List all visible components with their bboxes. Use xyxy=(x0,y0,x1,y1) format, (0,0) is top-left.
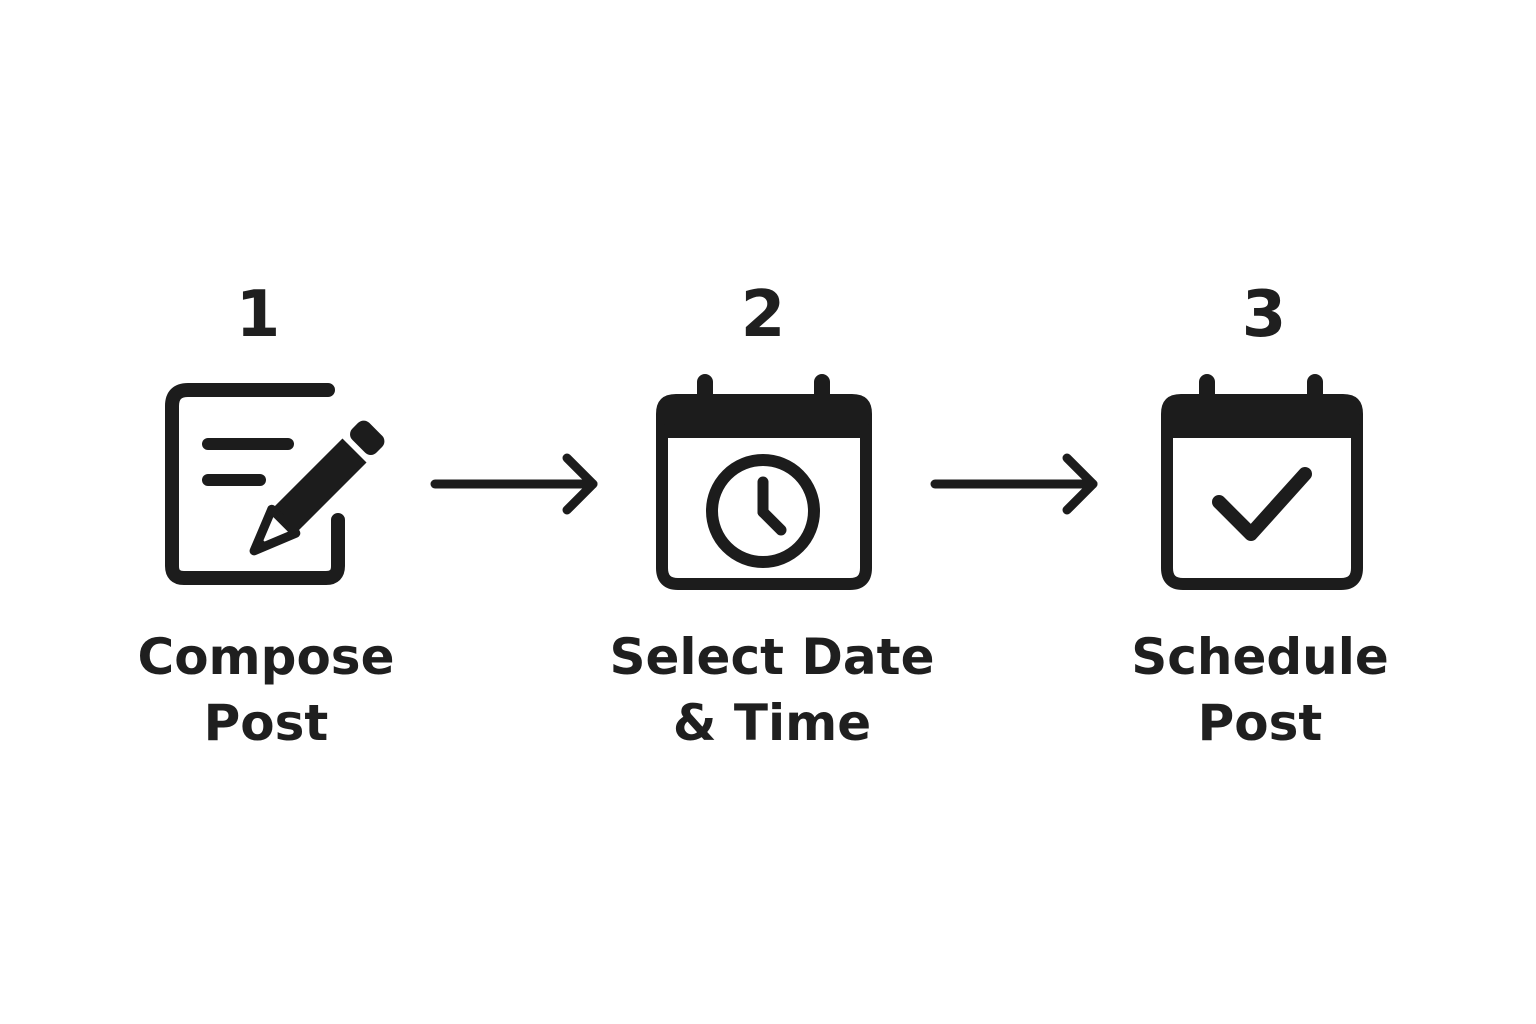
calendar-clock-icon xyxy=(656,374,872,590)
step-2-label: Select Date & Time xyxy=(582,624,962,756)
step-3-label-line2: Post xyxy=(1197,694,1323,752)
step-3-number: 3 xyxy=(1241,278,1287,352)
calendar-check-icon xyxy=(1161,374,1363,590)
step-2-label-line2: & Time xyxy=(672,694,872,752)
arrow-right-icon xyxy=(930,453,1098,515)
step-3-label-line1: Schedule xyxy=(1131,628,1389,686)
step-2-number: 2 xyxy=(740,278,786,352)
document-pencil-icon xyxy=(165,383,385,585)
step-1-label-line1: Compose xyxy=(137,628,395,686)
step-3-label: Schedule Post xyxy=(1070,624,1450,756)
step-1-number: 1 xyxy=(235,278,281,352)
step-1-label-line2: Post xyxy=(203,694,329,752)
step-2-label-line1: Select Date xyxy=(609,628,935,686)
arrow-right-icon xyxy=(430,453,598,515)
step-1-label: Compose Post xyxy=(76,624,456,756)
